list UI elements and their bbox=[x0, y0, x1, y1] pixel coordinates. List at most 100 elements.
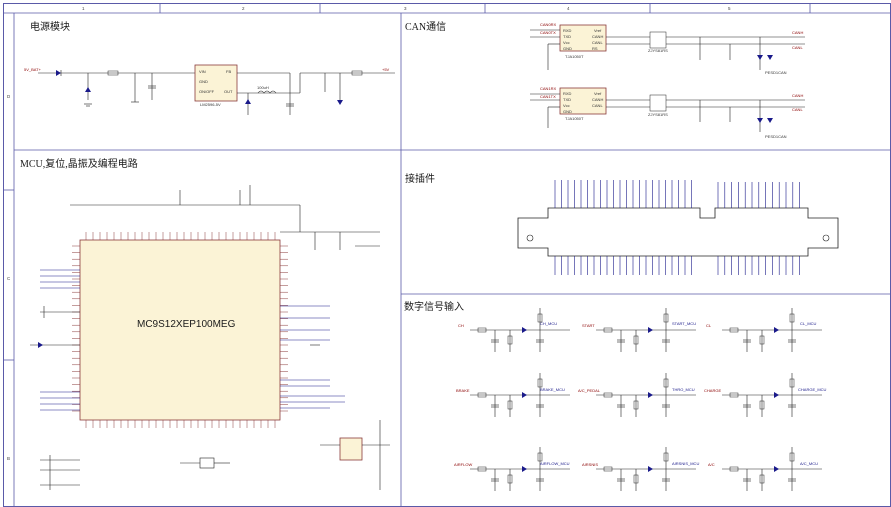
row-marker-b: B bbox=[7, 456, 10, 461]
svg-text:Vcc: Vcc bbox=[563, 40, 570, 45]
can-transceiver-1 bbox=[559, 24, 607, 52]
svg-text:Vcc: Vcc bbox=[563, 103, 570, 108]
svg-text:CANH: CANH bbox=[592, 97, 603, 102]
svg-text:TXD: TXD bbox=[563, 34, 571, 39]
svg-text:VIN: VIN bbox=[199, 69, 206, 74]
can-section-heading: CAN通信 bbox=[405, 22, 447, 33]
inductor-label: 100uH bbox=[257, 85, 269, 90]
automotive-connector-body bbox=[517, 207, 839, 257]
din-net-brake-mcu: BRAKE_MCU bbox=[540, 387, 565, 392]
svg-text:Vref: Vref bbox=[594, 91, 602, 96]
svg-text:CANL: CANL bbox=[592, 103, 603, 108]
din-label-airsnis: AIRSNIS bbox=[582, 462, 598, 467]
svg-text:GND: GND bbox=[563, 46, 572, 51]
din-label-ac-pedal: A/C_PEDAL bbox=[578, 388, 601, 393]
svg-text:RS: RS bbox=[592, 46, 598, 51]
can-transceiver-2 bbox=[559, 87, 607, 115]
col-marker-3: 3 bbox=[404, 6, 407, 11]
transceiver-1-label: TJA1050T bbox=[565, 54, 584, 59]
din-net-airflow-mcu: AIRFLOW_MCU bbox=[540, 461, 570, 466]
svg-text:RXD: RXD bbox=[563, 28, 572, 33]
transceiver-2-label: TJA1050T bbox=[565, 116, 584, 121]
tvs-diode-icon bbox=[85, 87, 91, 92]
power-input-net: 5V_BAT+ bbox=[24, 67, 42, 72]
col-marker-5: 5 bbox=[728, 6, 731, 11]
svg-text:GND: GND bbox=[199, 79, 208, 84]
col-marker-1: 1 bbox=[82, 6, 85, 11]
reset-ic bbox=[339, 437, 363, 461]
din-label-brake: BRAKE bbox=[456, 388, 470, 393]
can2-h-out: CANH bbox=[792, 93, 803, 98]
can2-tvs-icon bbox=[757, 118, 763, 123]
input-diode-icon bbox=[56, 70, 61, 76]
can1-tx-label: CAN1TX bbox=[540, 94, 556, 99]
svg-text:CANH: CANH bbox=[592, 34, 603, 39]
connector-section-heading: 接插件 bbox=[405, 174, 435, 185]
mcu-part-label: MC9S12XEP100MEG bbox=[137, 319, 236, 330]
power-module: 5V_BAT+ VIN GND ON/OFF FB OUT LM2596-5V … bbox=[24, 64, 395, 115]
row-marker-d: D bbox=[7, 94, 11, 99]
digital-section-heading: 数字信号输入 bbox=[404, 302, 464, 313]
schottky-diode-icon bbox=[245, 99, 251, 104]
din-label-cl: CL bbox=[706, 323, 712, 328]
svg-text:GND: GND bbox=[563, 109, 572, 114]
din-net-ch-mcu: CH_MCU bbox=[540, 321, 557, 326]
svg-text:CANL: CANL bbox=[592, 40, 603, 45]
choke-2-label: ZJYS81RS bbox=[648, 112, 668, 117]
din-net-ac-mcu: A/C_MCU bbox=[800, 461, 818, 466]
din-label-airflow: AIRFLOW bbox=[454, 462, 472, 467]
crystal-icon bbox=[199, 457, 215, 469]
power-output-net: +5V bbox=[382, 67, 390, 72]
digital-input-circuits bbox=[470, 308, 822, 491]
connector-mount-right bbox=[822, 234, 830, 242]
digital-input-stage bbox=[596, 373, 696, 417]
can1-rx-label: CAN1RX bbox=[540, 86, 557, 91]
digital-input-stage bbox=[722, 308, 822, 352]
can1-tvs-icon bbox=[757, 55, 763, 60]
power-led-icon bbox=[337, 100, 343, 105]
mcu-section-heading: MCU,复位,晶振及编程电路 bbox=[20, 159, 138, 170]
connector-pin-leads bbox=[554, 180, 800, 275]
fuse-icon bbox=[107, 70, 119, 76]
digital-input-stage bbox=[722, 373, 822, 417]
digital-input-stage bbox=[596, 447, 696, 491]
tvs-1-label: PESD1CAN bbox=[765, 70, 787, 75]
din-label-ch: CH bbox=[458, 323, 464, 328]
reset-diode-icon bbox=[38, 342, 43, 348]
mcu-section bbox=[30, 185, 390, 490]
row-marker-c: C bbox=[7, 276, 11, 281]
svg-text:FB: FB bbox=[226, 69, 231, 74]
din-net-cl-mcu: CL_MCU bbox=[800, 321, 817, 326]
power-section-heading: 电源模块 bbox=[30, 22, 70, 33]
digital-input-stage bbox=[470, 308, 570, 352]
digital-input-stage bbox=[470, 447, 570, 491]
din-net-start-mcu: START_MCU bbox=[672, 321, 696, 326]
regulator-chip bbox=[194, 64, 238, 102]
svg-text:Vref: Vref bbox=[594, 28, 602, 33]
din-label-start: START bbox=[582, 323, 595, 328]
tvs-2-label: PESD1CAN bbox=[765, 134, 787, 139]
inductor-icon bbox=[257, 90, 277, 94]
digital-input-stage bbox=[596, 308, 696, 352]
mcu-chip bbox=[79, 239, 281, 421]
common-mode-choke-2 bbox=[649, 94, 667, 112]
din-net-thro-mcu: THRO_MCU bbox=[672, 387, 695, 392]
din-label-ac: A/C bbox=[708, 462, 715, 467]
svg-text:ON/OFF: ON/OFF bbox=[199, 89, 215, 94]
col-marker-4: 4 bbox=[567, 6, 570, 11]
col-marker-2: 2 bbox=[242, 6, 245, 11]
connector-mount-left bbox=[526, 234, 534, 242]
can1-h-out: CANH bbox=[792, 30, 803, 35]
can0-rx-label: CAN0RX bbox=[540, 22, 557, 27]
svg-text:TXD: TXD bbox=[563, 97, 571, 102]
digital-input-stage bbox=[470, 373, 570, 417]
din-net-airsnis-mcu: AIRSNIS_MCU bbox=[672, 461, 699, 466]
din-label-charge: CHARGE bbox=[704, 388, 721, 393]
svg-text:RXD: RXD bbox=[563, 91, 572, 96]
connector-section bbox=[517, 180, 839, 275]
digital-input-stage bbox=[722, 447, 822, 491]
can0-tx-label: CAN0TX bbox=[540, 30, 556, 35]
